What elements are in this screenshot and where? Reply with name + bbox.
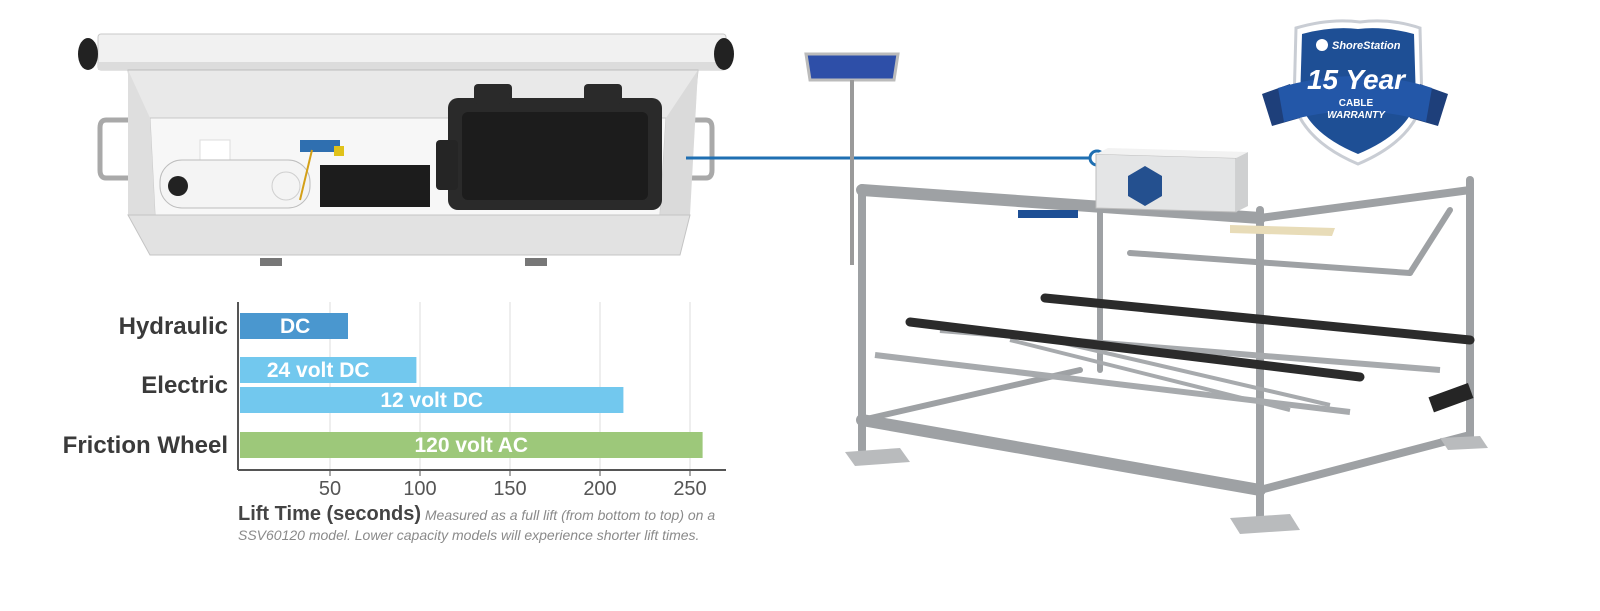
badge-brand: ShoreStation — [1332, 40, 1401, 52]
bar-label: 24 volt DC — [267, 359, 370, 382]
x-tick-label: 100 — [403, 478, 436, 500]
badge-line1: CABLE — [1339, 98, 1374, 109]
bar-label: 12 volt DC — [380, 389, 483, 412]
warranty-badge: ShoreStation 15 Year CABLE WARRANTY — [1262, 19, 1448, 166]
bar-label: DC — [280, 315, 310, 338]
x-tick-label: 250 — [673, 478, 706, 500]
bar-120-volt-ac — [240, 432, 703, 458]
category-label-electric: Electric — [141, 372, 228, 399]
bar-12-volt-dc — [240, 387, 624, 413]
x-axis-title: Lift Time (seconds) — [238, 503, 421, 525]
category-label-friction-wheel: Friction Wheel — [63, 432, 228, 459]
x-tick-label: 150 — [493, 478, 526, 500]
chart-caption: Lift Time (seconds) Measured as a full l… — [238, 504, 758, 545]
category-label-hydraulic: Hydraulic — [119, 313, 228, 340]
bar-24-volt-dc — [240, 357, 417, 383]
x-tick-label: 50 — [319, 478, 341, 500]
lift-power-box-illustration — [78, 33, 734, 266]
x-tick-label: 200 — [583, 478, 616, 500]
chart-x-ticks: 50 100 150 200 250 — [319, 470, 707, 500]
bar-dc — [240, 313, 348, 339]
bar-label: 120 volt AC — [415, 434, 529, 457]
lift-time-chart: DC 24 volt DC 12 volt DC 120 volt AC Hydrau… — [63, 302, 726, 500]
badge-line2: WARRANTY — [1327, 110, 1386, 121]
badge-years: 15 Year — [1307, 64, 1407, 95]
chart-bars: DC 24 volt DC 12 volt DC 120 volt AC — [240, 313, 703, 458]
boat-lift-illustration — [804, 52, 1488, 534]
chart-footnote: Measured as a full lift (from bottom to … — [238, 507, 716, 543]
